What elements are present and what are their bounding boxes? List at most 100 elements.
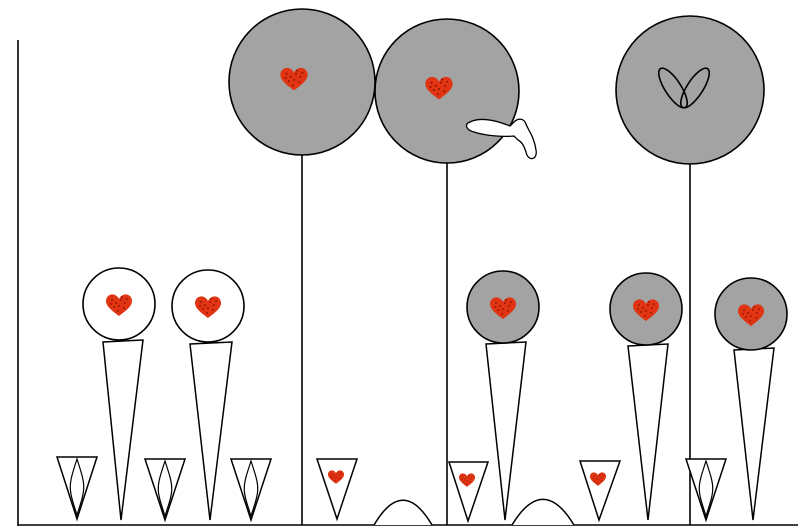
- seed-icon: [157, 459, 173, 518]
- heart-dot: [123, 307, 125, 309]
- heart-icon: [195, 296, 221, 318]
- heart-dot: [200, 301, 202, 303]
- heart-dot: [117, 310, 119, 312]
- heart-dot: [749, 320, 751, 322]
- heart-dot: [502, 308, 504, 310]
- heart-dot: [340, 472, 342, 474]
- leaf-pair-icon: [657, 67, 711, 109]
- heart-icon: [425, 76, 453, 100]
- large-disc: [615, 15, 765, 165]
- heart-dot: [743, 309, 745, 311]
- heart-dot: [602, 474, 604, 476]
- heart-dot: [285, 72, 288, 75]
- leaf-right: [679, 67, 711, 109]
- heart-dot: [465, 483, 467, 485]
- heart-dot: [647, 304, 649, 306]
- heart-dot: [110, 303, 112, 305]
- small-triangle: [55, 456, 99, 522]
- mound: [511, 498, 575, 526]
- heart-dot: [461, 478, 463, 480]
- heart-dot: [438, 88, 440, 90]
- heart-dot: [464, 478, 466, 480]
- discs: [82, 8, 788, 351]
- heart-dot: [601, 477, 603, 479]
- heart-dot: [212, 309, 214, 311]
- small-triangle: [143, 458, 187, 523]
- heart-dot: [756, 312, 758, 314]
- heart-dot: [755, 317, 757, 319]
- heart-dot: [592, 477, 594, 479]
- heart-dot: [753, 306, 755, 308]
- heart-dot: [332, 477, 334, 479]
- small-triangle: [578, 460, 622, 523]
- heart-dot: [595, 477, 597, 479]
- seed-icon: [69, 457, 85, 517]
- cone-stems: [102, 339, 775, 521]
- heart-dot: [206, 312, 208, 314]
- heart-dot: [469, 481, 471, 483]
- heart-dot: [299, 75, 302, 78]
- heart-icon: [633, 299, 659, 321]
- heart-icon: [490, 297, 516, 319]
- mound: [373, 499, 433, 526]
- heart-dot: [287, 80, 290, 83]
- heart-dot: [750, 315, 752, 317]
- heart-dot: [430, 81, 433, 84]
- cone-stem: [189, 341, 233, 521]
- heart-dot: [501, 313, 503, 315]
- heart-dot: [113, 306, 115, 308]
- heart-dot: [642, 307, 644, 309]
- pipe-bone-icon: [465, 118, 537, 160]
- small-triangle: [229, 458, 273, 523]
- seed-icon: [698, 459, 714, 518]
- heart-dot: [338, 478, 340, 480]
- heart-dot: [432, 89, 435, 92]
- small-triangle: [684, 458, 728, 523]
- heart-dot: [497, 309, 499, 311]
- heart-dot: [210, 298, 212, 300]
- small-triangle: [447, 461, 490, 524]
- heart-dot: [463, 480, 465, 482]
- heart-dot: [330, 475, 332, 477]
- heart-dot: [207, 307, 209, 309]
- heart-dot: [637, 308, 639, 310]
- heart-dot: [745, 316, 747, 318]
- heart-dot: [339, 475, 341, 477]
- heart-dot: [441, 78, 444, 81]
- heart-dot: [444, 84, 447, 87]
- heart-dot: [118, 305, 120, 307]
- heart-dot: [199, 305, 201, 307]
- heart-dot: [204, 304, 206, 306]
- heart-dot: [742, 313, 744, 315]
- heart-icon: [738, 304, 764, 326]
- heart-icon: [280, 67, 308, 91]
- heart-dot: [111, 299, 113, 301]
- seed-icon: [243, 459, 259, 518]
- heart-dot: [650, 312, 652, 314]
- heart-icon: [458, 473, 476, 487]
- heart-dot: [289, 75, 292, 78]
- cone-stem: [733, 347, 775, 521]
- heart-dot: [124, 302, 126, 304]
- heart-dot: [645, 310, 647, 312]
- heart-dot: [598, 475, 600, 477]
- pipe-bone-shape: [465, 118, 537, 160]
- heart-icon: [106, 294, 132, 316]
- heart-dot: [333, 475, 335, 477]
- heart-dot: [284, 77, 287, 79]
- heart-dot: [594, 479, 596, 481]
- heart-dot: [470, 478, 472, 480]
- mounds: [373, 498, 575, 526]
- heart-dot: [471, 475, 473, 477]
- heart-dot: [443, 90, 446, 93]
- heart-dot: [292, 84, 294, 87]
- cone-stem: [102, 339, 144, 521]
- cone-stem: [485, 341, 527, 521]
- heart-dot: [468, 474, 470, 476]
- heart-dot: [508, 305, 510, 307]
- heart-dot: [440, 81, 443, 84]
- heart-dot: [466, 480, 468, 482]
- heart-dot: [336, 473, 338, 475]
- heart-dot: [504, 302, 506, 304]
